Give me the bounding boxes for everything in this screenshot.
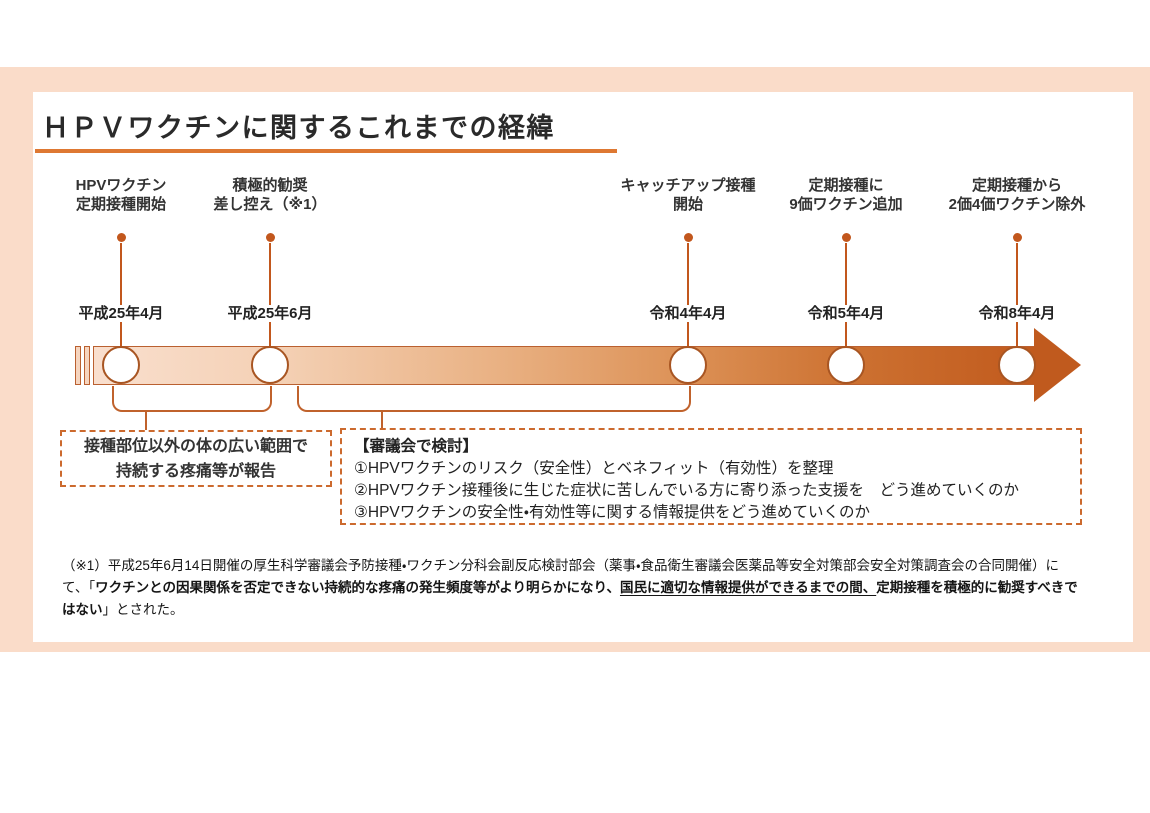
page-title: ＨＰＶワクチンに関するこれまでの経緯 (42, 113, 555, 143)
event-date: 令和4年4月 (608, 302, 768, 323)
event-label: キャッチアップ接種 開始 (620, 177, 756, 213)
connector-line (687, 243, 689, 347)
timeline-start-strip (75, 346, 81, 385)
connector-dot-icon (684, 233, 693, 242)
event-label: 定期接種から 2価4価ワクチン除外 (948, 177, 1086, 213)
bracket-pain-report (112, 386, 272, 412)
event-label: HPVワクチン 定期接種開始 (75, 177, 167, 213)
council-item-2: ②HPVワクチン接種後に生じた症状に苦しんでいる方に寄り添った支援を どう進めて… (354, 482, 1019, 499)
connector-line (1016, 243, 1018, 347)
timeline-node (998, 346, 1036, 384)
callout-pain-report: 接種部位以外の体の広い範囲で 持続する疼痛等が報告 (60, 430, 332, 487)
title-underline (35, 149, 617, 153)
footnote-emphasis-2: 定期接種を積極的に勧奨すべきではない (62, 579, 1078, 617)
council-item-1: ①HPVワクチンのリスク（安全性）とベネフィット（有効性）を整理 (354, 460, 834, 477)
council-heading: 【審議会で検討】 (354, 438, 479, 455)
event-date: 平成25年6月 (190, 302, 350, 323)
event-label: 定期接種に 9価ワクチン追加 (789, 177, 903, 213)
timeline-arrowhead-icon (1034, 328, 1081, 402)
timeline-node (251, 346, 289, 384)
event-label: 積極的勧奨 差し控え（※1） (213, 177, 327, 213)
timeline-node (827, 346, 865, 384)
footnote: （※1）平成25年6月14日開催の厚生科学審議会予防接種・ワクチン分科会副反応検… (62, 555, 1078, 621)
timeline-bar (93, 346, 1035, 385)
connector-line (845, 243, 847, 347)
connector-dot-icon (1013, 233, 1022, 242)
footnote-emphasis-underlined: 国民に適切な情報提供ができるまでの間、 (619, 579, 877, 595)
footnote-emphasis-1: ワクチンとの因果関係を否定できない持続的な疼痛の発生頻度等がより明らかになり、 (95, 579, 620, 595)
connector-line (120, 243, 122, 347)
event-date: 平成25年4月 (41, 302, 201, 323)
connector-dot-icon (842, 233, 851, 242)
timeline-start-strip (84, 346, 90, 385)
timeline-node (669, 346, 707, 384)
connector-line (269, 243, 271, 347)
connector-dot-icon (266, 233, 275, 242)
callout-council: 【審議会で検討】 ①HPVワクチンのリスク（安全性）とベネフィット（有効性）を整… (340, 428, 1082, 525)
event-date: 令和5年4月 (766, 302, 926, 323)
timeline-node (102, 346, 140, 384)
bracket-council (297, 386, 691, 412)
connector-dot-icon (117, 233, 126, 242)
event-date: 令和8年4月 (937, 302, 1097, 323)
footnote-intro: （※1）平成25年6月14日開催の厚生科学審議会予防接種・ワクチン分科会副反応検… (62, 558, 1060, 595)
council-item-3: ③HPVワクチンの安全性・有効性等に関する情報提供をどう進めていくのか (354, 504, 871, 521)
footnote-closing: 」とされた。 (102, 601, 184, 617)
bracket-stem (381, 411, 383, 432)
bracket-stem (145, 411, 147, 432)
